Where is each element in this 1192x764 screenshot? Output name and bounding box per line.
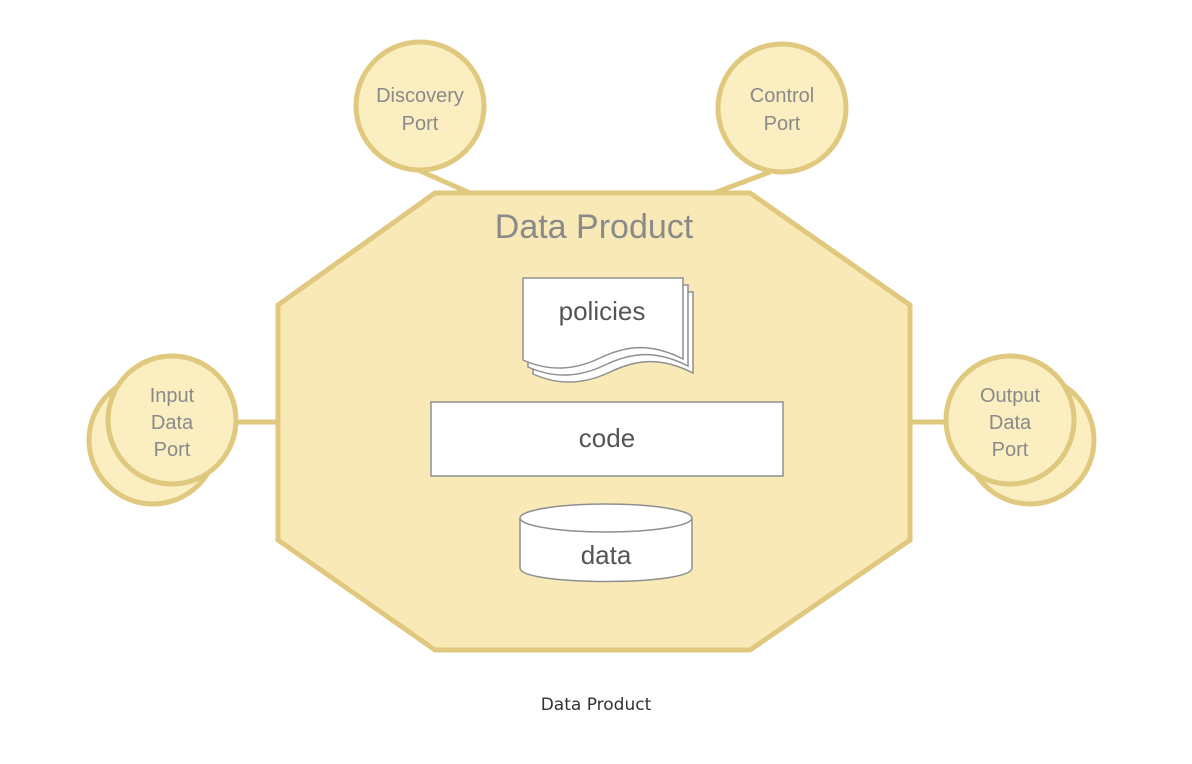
code-box: code — [430, 401, 784, 477]
output-port-label-3: Port — [992, 439, 1029, 461]
code-label: code — [579, 423, 635, 453]
output-port-label-1: Output — [980, 385, 1040, 407]
control-port: Control Port — [715, 41, 849, 175]
input-port-label-1: Input — [150, 385, 195, 407]
policies-document: policies — [522, 277, 694, 383]
data-cylinder: data — [519, 503, 693, 583]
figure-caption: Data Product — [540, 695, 652, 715]
control-port-connector — [713, 169, 771, 196]
input-port-label-3: Port — [154, 439, 191, 461]
output-data-port: Output Data Port — [943, 353, 1097, 507]
input-port-label-2: Data — [151, 412, 194, 434]
control-port-label-2: Port — [764, 113, 801, 135]
data-label: data — [581, 540, 632, 570]
control-port-label-1: Control — [750, 85, 814, 107]
discovery-port-label-1: Discovery — [376, 85, 464, 107]
output-port-label-2: Data — [989, 412, 1032, 434]
discovery-port-connector — [416, 167, 472, 196]
discovery-port: Discovery Port — [353, 39, 487, 173]
discovery-port-label-2: Port — [402, 113, 439, 135]
policies-label: policies — [559, 296, 646, 326]
diagram-title: Data Product — [495, 208, 694, 246]
input-data-port: Input Data Port — [86, 353, 239, 507]
